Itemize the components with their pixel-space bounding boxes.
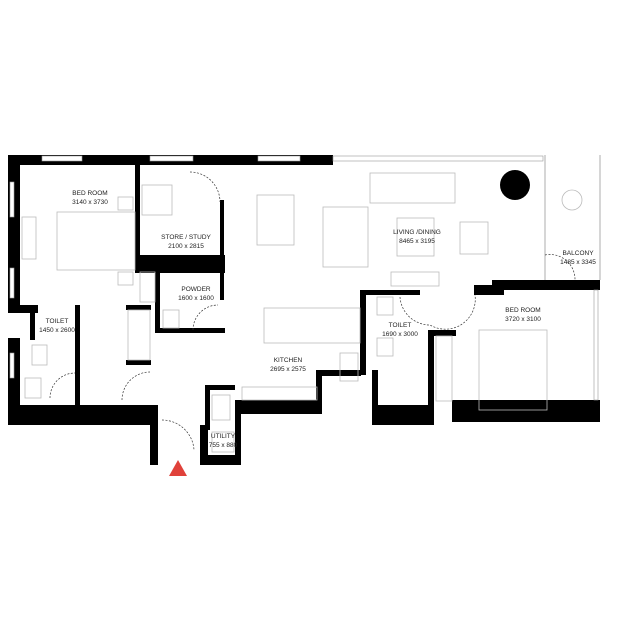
bed <box>478 329 548 411</box>
doors <box>49 171 576 451</box>
sofa <box>369 172 456 204</box>
dining-table <box>256 194 295 246</box>
entrance-marker-icon <box>169 460 187 476</box>
windows <box>9 155 601 401</box>
bed <box>56 211 136 271</box>
walls <box>8 155 600 465</box>
kitchen-island <box>263 307 361 344</box>
furniture <box>21 170 583 453</box>
